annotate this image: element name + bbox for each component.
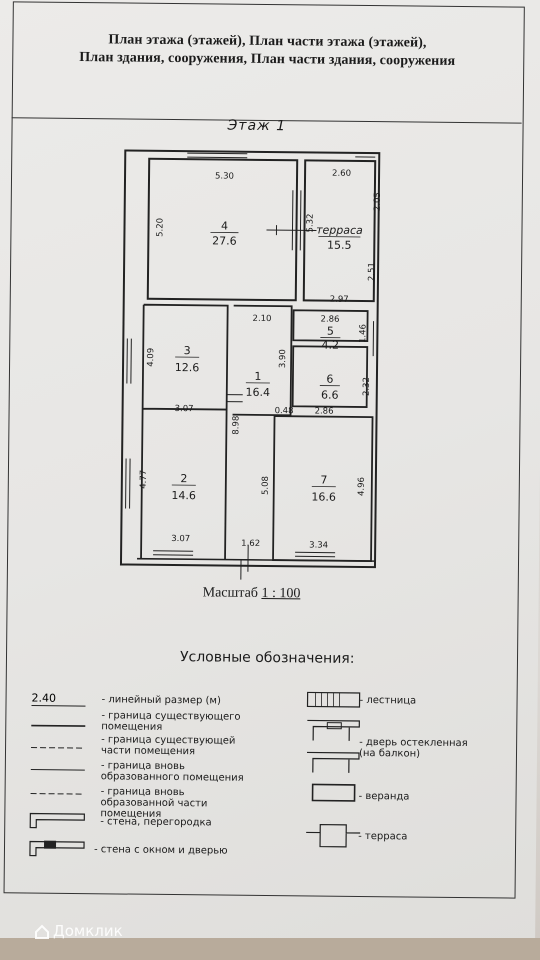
domclick-watermark: Домклик <box>34 922 123 940</box>
legend-symbols-right <box>306 691 361 848</box>
dim-3-34: 3.34 <box>309 540 328 550</box>
dim-0-48: 0.48 <box>275 406 294 416</box>
dim-2-51: 2.51 <box>367 262 377 281</box>
title-line-2: План здания, сооружения, План части здан… <box>79 50 456 69</box>
dim-2-86-a: 2.86 <box>320 315 339 325</box>
room-area-3: 12.6 <box>175 361 200 374</box>
dim-2-05: 2.05 <box>373 192 383 211</box>
legend-item-8: - лестница <box>359 694 417 707</box>
dim-2-32: 2.32 <box>362 377 372 396</box>
dim-2-97: 2.97 <box>330 295 349 305</box>
room-area-6: 6.6 <box>321 389 339 402</box>
room-area-2: 14.6 <box>171 489 196 502</box>
dim-2-10: 2.10 <box>253 314 272 324</box>
table-surface <box>0 938 540 960</box>
dim-5-32: 5.32 <box>305 213 315 232</box>
legend-sample-value: 2.40 <box>32 692 57 705</box>
room-id-3: 3 <box>184 344 191 357</box>
room-id-terrace: терраса <box>316 224 363 237</box>
legend-item-9: - дверь остекленная (на балкон) <box>358 736 468 760</box>
room-area-terrace: 15.5 <box>327 239 352 252</box>
legend-title: Условные обозначения: <box>179 649 355 667</box>
room-id-5: 5 <box>327 325 334 338</box>
dim-8-98: 8.98 <box>231 416 241 435</box>
dim-5-20: 5.20 <box>155 218 165 237</box>
room-id-2: 2 <box>180 472 187 485</box>
legend-item-6: - стена, перегородка <box>100 816 212 829</box>
legend-item-4: - граница вновь образованного помещения <box>100 760 244 784</box>
dim-3-90: 3.90 <box>278 349 288 368</box>
legend-item-7: - стена с окном и дверью <box>93 844 228 857</box>
room-id-1: 1 <box>254 370 261 383</box>
legend-item-3: - граница существующей части помещения <box>100 734 236 758</box>
dim-5-08: 5.08 <box>261 476 271 495</box>
legend-item-11: - терраса <box>358 830 408 843</box>
room-area-1: 16.4 <box>245 386 270 399</box>
legend-symbols-left: 2.40 <box>29 692 86 857</box>
room-id-7: 7 <box>320 474 327 487</box>
room-area-4: 27.6 <box>212 234 237 247</box>
legend-item-1: - линейный размер (м) <box>101 694 221 707</box>
scale-text: Масштаб <box>202 585 259 601</box>
dim-5-30: 5.30 <box>215 171 234 181</box>
room-id-6: 6 <box>326 373 333 386</box>
floor-label: Этаж 1 <box>227 117 287 135</box>
dim-4-77: 4.77 <box>139 470 149 489</box>
legend-item-10: - веранда <box>358 790 410 803</box>
watermark-text: Домклик <box>53 922 123 940</box>
dim-1-62: 1.62 <box>241 539 260 549</box>
dim-3-07-a: 3.07 <box>175 404 194 414</box>
dim-2-86-b: 2.86 <box>315 406 334 416</box>
dim-4-09: 4.09 <box>146 348 156 367</box>
room-id-4: 4 <box>221 220 228 233</box>
room-area-5: 4.2 <box>321 339 339 352</box>
title-box: План этажа (этажей), План части этажа (э… <box>11 1 523 124</box>
floor-plan: 4 27.6 терраса 15.5 3 12.6 1 16.4 5 4.2 … <box>119 149 383 580</box>
scale-label: Масштаб 1 : 100 <box>203 585 301 602</box>
dim-1-46: 1.46 <box>358 324 368 343</box>
dim-3-07-b: 3.07 <box>171 534 190 544</box>
dim-2-60: 2.60 <box>332 169 351 179</box>
dim-4-96: 4.96 <box>357 477 367 496</box>
scale-value: 1 : 100 <box>261 585 301 602</box>
house-logo-icon <box>35 924 49 939</box>
room-area-7: 16.6 <box>311 490 336 503</box>
legend-item-2: - граница существующего помещения <box>101 710 241 733</box>
